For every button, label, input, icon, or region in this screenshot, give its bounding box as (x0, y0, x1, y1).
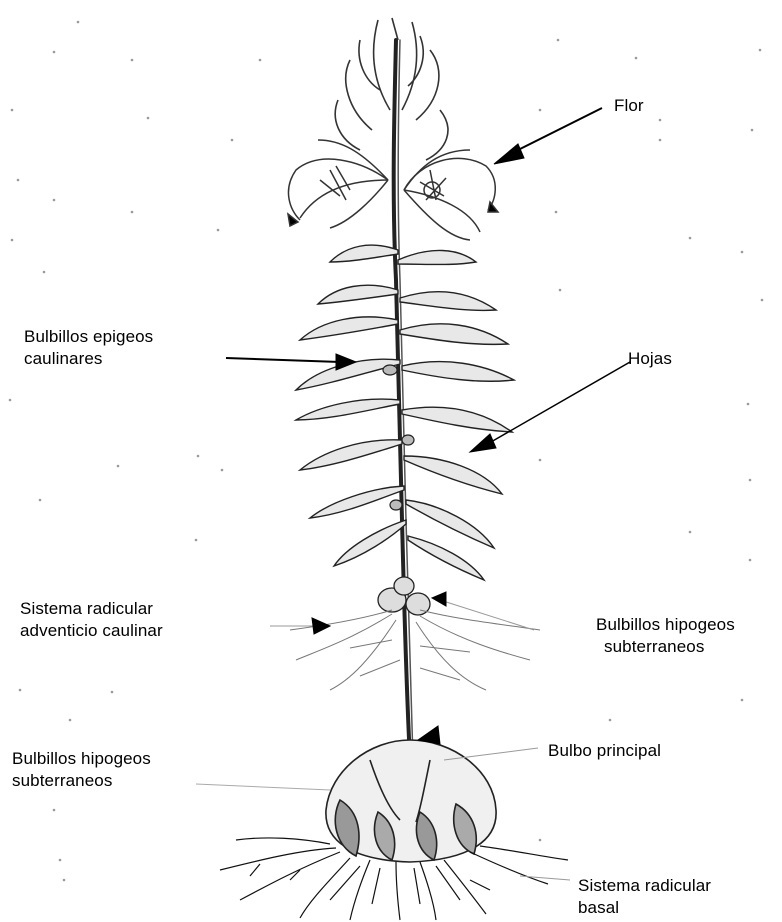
hipogeos-right-arrow-line (440, 600, 534, 630)
basal-arrow-line (520, 876, 570, 880)
stem (394, 40, 413, 820)
hojas-arrowhead (470, 434, 496, 452)
label-bulbo-principal: Bulbo principal (548, 740, 661, 761)
flor-arrowhead (494, 144, 524, 164)
bulbillos-epigeos-arrow-line (226, 358, 340, 362)
label-bulbillos-hipogeos-right-line1: Bulbillos hipogeos (596, 614, 735, 635)
adventicio-arrowhead (312, 618, 330, 634)
label-bulbillos-epigeos-line2: caulinares (24, 348, 103, 369)
label-bulbillos-epigeos-line1: Bulbillos epigeos (24, 326, 153, 347)
label-bulbillos-hipogeos-right-line2: subterraneos (604, 636, 704, 657)
hipogeos-left-arrow-line (196, 784, 330, 790)
label-bulbillos-hipogeos-left-line1: Bulbillos hipogeos (12, 748, 151, 769)
hipogeos-right-arrowhead (432, 592, 446, 606)
flower-buds (335, 18, 448, 160)
hojas-arrow-line (484, 362, 630, 446)
label-sistema-basal-line1: Sistema radicular (578, 875, 711, 896)
label-flor: Flor (614, 95, 644, 116)
flor-arrow-line (514, 108, 602, 152)
left-flower (288, 140, 388, 228)
leaves (296, 245, 514, 580)
main-bulb (326, 740, 496, 862)
label-hojas: Hojas (628, 348, 672, 369)
label-sistema-basal-line2: basal (578, 897, 619, 918)
label-bulbillos-hipogeos-left-line2: subterraneos (12, 770, 112, 791)
label-sistema-adventicio-line2: adventicio caulinar (20, 620, 163, 641)
adventitious-roots (290, 610, 540, 690)
right-flower (404, 150, 498, 240)
label-sistema-adventicio-line1: Sistema radicular (20, 598, 153, 619)
